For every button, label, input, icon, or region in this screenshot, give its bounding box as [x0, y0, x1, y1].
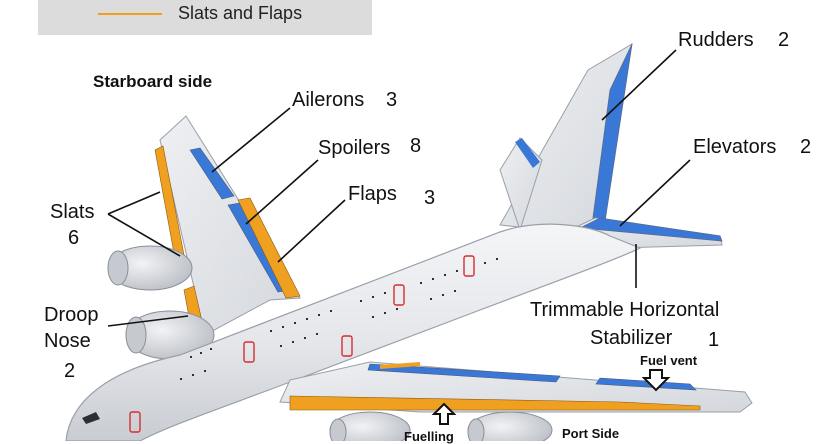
droop-nose-count: 2 — [64, 360, 76, 382]
slats-leader-a — [107, 191, 161, 215]
port-engine-outer-intake — [467, 418, 485, 441]
port-trailing-edge-flap — [289, 395, 701, 411]
slats-leader-b — [107, 213, 181, 257]
spoilers-count: 8 — [410, 135, 422, 157]
starboard-engine-outer-intake — [107, 250, 129, 286]
spoilers-label: Spoilers — [318, 137, 391, 159]
elevators-leader — [619, 159, 691, 227]
port-spoilers — [367, 363, 561, 383]
ailerons-leader — [211, 107, 291, 173]
droop-nose-label-line1: Droop — [44, 304, 99, 326]
leader-lines — [107, 49, 691, 327]
port-engine-inner-intake — [329, 418, 347, 441]
ailerons-label: Ailerons — [292, 89, 365, 111]
port-leading-slat — [380, 362, 420, 369]
elevators-label: Elevators — [693, 136, 777, 158]
starboard-flaps — [237, 197, 301, 299]
door-markers — [129, 255, 475, 433]
starboard-side-label: Starboard side — [93, 72, 213, 91]
starboard-wing — [159, 115, 301, 336]
fuelling-arrow-icon — [431, 402, 457, 425]
window-row-upper — [190, 258, 498, 358]
slats-label: Slats — [50, 201, 95, 223]
fuselage — [65, 223, 642, 441]
flaps-count: 3 — [424, 187, 436, 209]
legend-label: Slats and Flaps — [178, 3, 303, 23]
rudders-leader — [601, 49, 677, 121]
flaps-label: Flaps — [348, 183, 397, 205]
droop-nose-leader — [107, 315, 189, 327]
rudders-label: Rudders — [678, 29, 754, 51]
starboard-aileron — [189, 147, 235, 200]
starboard-engine-inner-intake — [125, 316, 147, 354]
window-row-lower — [180, 290, 456, 380]
fuel-vent-arrow-icon — [641, 369, 671, 392]
legend-swatch — [98, 13, 162, 15]
ailerons-count: 3 — [386, 89, 398, 111]
rudders-count: 2 — [778, 29, 790, 51]
ths-count: 1 — [708, 329, 720, 351]
flaps-leader — [277, 199, 346, 263]
cockpit-window — [82, 412, 100, 424]
dorsal-fin-strip — [515, 138, 540, 168]
slats-count: 6 — [68, 227, 80, 249]
ths-label-line1: Trimmable Horizontal — [530, 299, 720, 321]
fuelling-label: Fuelling — [404, 429, 454, 444]
elevators-count: 2 — [800, 136, 812, 158]
spoilers-leader — [245, 159, 319, 225]
legend: Slats and Flaps — [38, 0, 372, 35]
fuel-vent-label: Fuel vent — [640, 353, 698, 368]
droop-nose-label-line2: Nose — [44, 330, 91, 352]
port-side-label: Port Side — [562, 426, 620, 441]
elevator-surface — [578, 217, 723, 242]
ths-label-line2: Stabilizer — [590, 327, 673, 349]
